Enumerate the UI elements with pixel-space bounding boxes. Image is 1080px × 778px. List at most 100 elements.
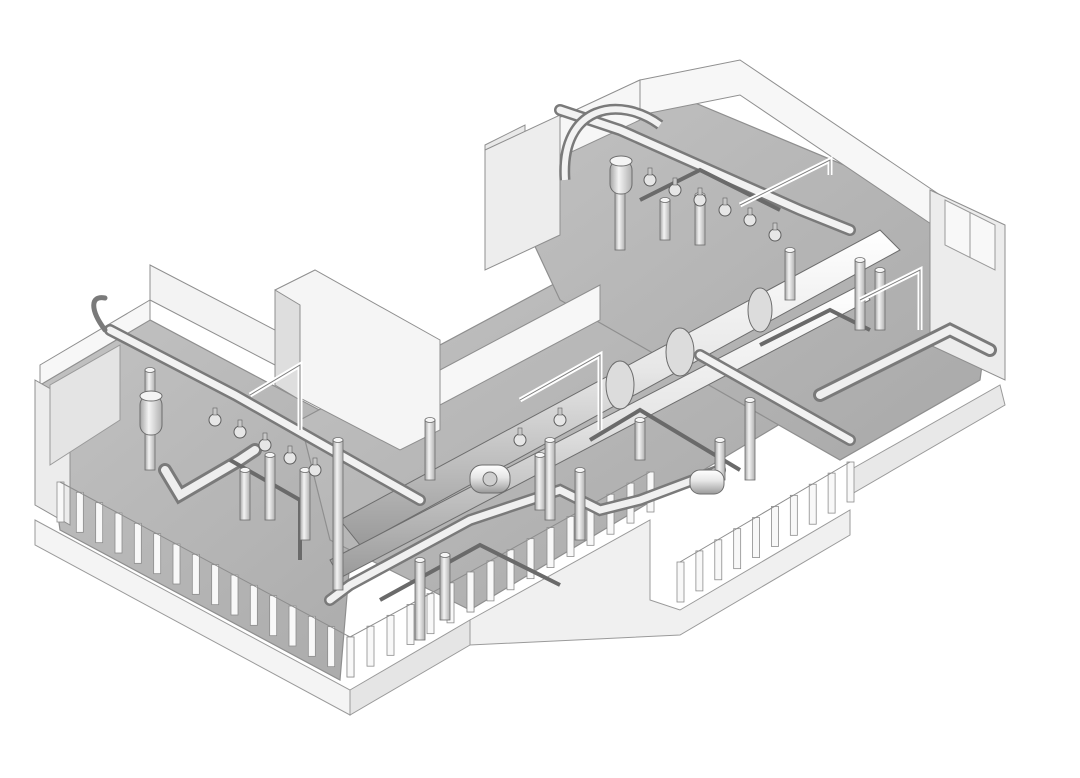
- pipe-south-bend-hl: [326, 466, 724, 604]
- duct-collar-2: [665, 327, 695, 377]
- wall-stub-28: [566, 516, 575, 557]
- wall-north-room: [484, 114, 561, 271]
- riser-14: [659, 199, 671, 241]
- pipe-east-branch-hl: [696, 351, 854, 444]
- valve-6: [208, 413, 222, 427]
- pipe-east-return-hl: [816, 325, 994, 399]
- equipment: [139, 155, 782, 495]
- valve-stem-0: [647, 167, 653, 176]
- wall-stub-14: [327, 626, 336, 668]
- wall-stub-24: [486, 560, 495, 602]
- frame-west-1-edge: [249, 364, 301, 430]
- wall-stub-12: [288, 605, 297, 647]
- riser-7: [634, 419, 646, 461]
- duct-collar-3: [747, 287, 773, 333]
- valve-stem-1: [672, 177, 678, 186]
- riser-cap-11: [854, 257, 866, 263]
- riser-cap-18: [414, 557, 426, 563]
- wall-stub-33: [676, 561, 685, 603]
- wall-stub-37: [752, 517, 760, 558]
- wall-stub-42: [846, 461, 855, 503]
- wall-stub-38: [771, 506, 779, 547]
- wall-stub-6: [172, 543, 181, 585]
- riser-5: [424, 419, 436, 481]
- valve-stem-5: [772, 222, 778, 231]
- support-frames: [248, 155, 923, 430]
- valve-stem-9: [287, 445, 293, 454]
- valve-7: [233, 425, 247, 439]
- valve-9: [283, 451, 297, 465]
- slab-rim: [34, 384, 1006, 716]
- riser-12: [874, 269, 886, 331]
- tank-west: [139, 390, 163, 436]
- riser-cap-14: [659, 197, 671, 203]
- riser-cap-10: [784, 247, 796, 253]
- pump-center: [469, 464, 511, 494]
- riser-11: [854, 259, 866, 331]
- wall-stub-25: [506, 549, 515, 591]
- wall-stub-5: [153, 533, 162, 575]
- duct-collar-1: [605, 360, 635, 410]
- front-wall-stubs: [56, 461, 855, 678]
- valve-stem-2: [697, 187, 703, 196]
- valve-12: [553, 413, 567, 427]
- wall-stub-11: [269, 595, 278, 637]
- wall-center-tower-side: [274, 289, 301, 401]
- wall-stub-10: [249, 584, 258, 626]
- riser-cap-8: [714, 437, 726, 443]
- pipe-loop-west-hl: [161, 446, 259, 501]
- riser-6: [544, 439, 556, 521]
- wall-stub-30: [606, 493, 615, 535]
- valve-1: [668, 183, 682, 197]
- wall-stub-16: [346, 636, 355, 678]
- riser-0: [332, 439, 344, 591]
- valve-stem-8: [262, 432, 268, 441]
- valve-10: [308, 463, 322, 477]
- wall-stub-4: [133, 522, 142, 564]
- wall-stub-39: [789, 494, 798, 536]
- valve-stem-10: [312, 457, 318, 466]
- wall-stub-2: [95, 502, 104, 544]
- wall-stub-13: [307, 615, 316, 657]
- valve-8: [258, 438, 272, 452]
- valve-11: [513, 433, 527, 447]
- wall-west-corner: [49, 344, 121, 466]
- riser-cap-19: [439, 552, 451, 558]
- wall-stub-0: [56, 481, 65, 523]
- riser-4: [299, 469, 311, 541]
- wall-stub-cap-16: [59, 481, 351, 638]
- riser-3: [239, 469, 251, 521]
- frame-east-1-edge: [859, 269, 921, 330]
- riser-cap-1: [144, 367, 156, 373]
- wall-stub-19: [406, 604, 415, 645]
- valve-stem-3: [722, 197, 728, 206]
- riser-18: [414, 559, 426, 641]
- valve-stem-7: [237, 419, 243, 428]
- wall-stub-17: [366, 625, 375, 667]
- wall-stub-23: [466, 571, 475, 613]
- wall-stub-7: [191, 553, 200, 595]
- riser-10: [784, 249, 796, 301]
- valve-stem-4: [747, 207, 753, 216]
- wall-stub-34: [695, 550, 704, 592]
- riser-16: [534, 454, 546, 511]
- slab-rim-mid: [469, 509, 851, 646]
- wall-stub-9: [230, 574, 239, 616]
- wall-stub-27: [546, 527, 555, 568]
- wall-stub-3: [114, 512, 123, 554]
- perimeter-walls: [34, 59, 1006, 526]
- valve-cluster-north: [208, 167, 782, 477]
- pipe-hook-west: [91, 295, 108, 333]
- valve-stem-11: [517, 427, 523, 436]
- riser-2: [264, 454, 276, 521]
- pump-south: [689, 469, 725, 495]
- valve-0: [643, 173, 657, 187]
- valve-stem-6: [212, 407, 218, 416]
- valve-4: [743, 213, 757, 227]
- wall-stub-8: [211, 564, 220, 606]
- pipe-arc-north-hl: [561, 106, 662, 181]
- wall-stub-40: [808, 483, 817, 525]
- riser-cap-2: [264, 452, 276, 458]
